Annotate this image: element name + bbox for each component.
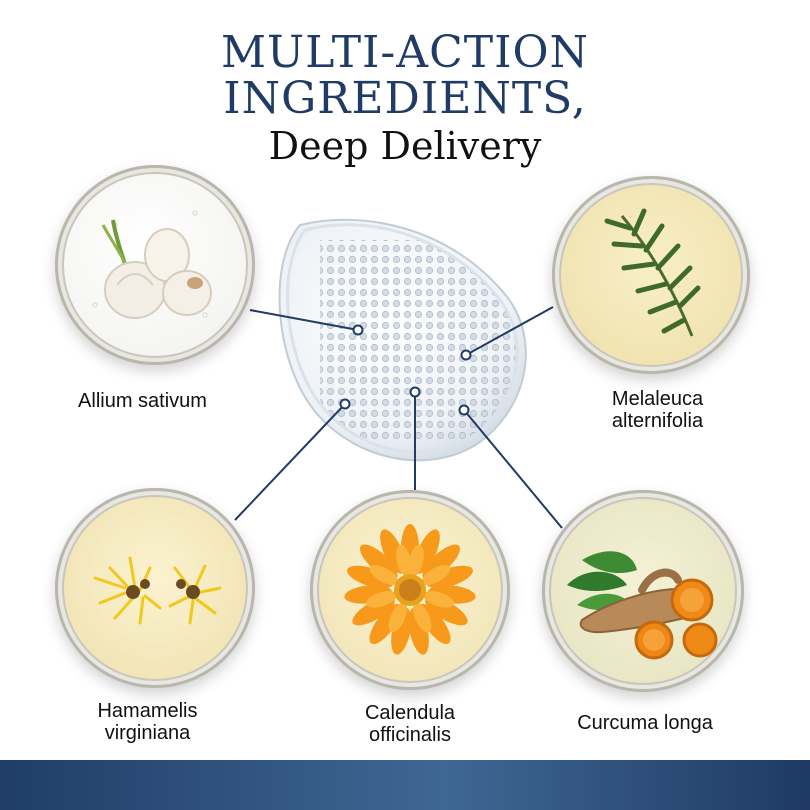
- label-line: Hamamelis: [97, 700, 198, 722]
- ingredient-dish-curcuma-longa: [542, 490, 744, 692]
- label-line: officinalis: [369, 724, 451, 746]
- label-line: alternifolia: [611, 410, 704, 432]
- label-line: Melaleuca: [611, 388, 704, 410]
- label-line: Curcuma longa: [577, 712, 713, 734]
- microneedle-patch-icon: [278, 218, 527, 462]
- ingredient-label-curcuma-longa: Curcuma longa: [545, 712, 745, 734]
- footer-band: [0, 760, 810, 810]
- turmeric-root-icon: [567, 551, 718, 660]
- label-line: Allium sativum: [78, 390, 207, 412]
- ingredient-label-hamamelis-virginiana: Hamamelis virginiana: [45, 700, 250, 744]
- ingredient-dish-hamamelis-virginiana: [55, 488, 255, 688]
- label-line: virginiana: [104, 722, 191, 744]
- garlic-icon: [92, 210, 212, 319]
- ingredient-label-melaleuca-alternifolia: Melaleuca alternifolia: [560, 388, 755, 432]
- label-line: Calendula: [364, 702, 456, 724]
- witch-hazel-flower-icon: [93, 556, 222, 625]
- ingredient-label-allium-sativum: Allium sativum: [40, 390, 245, 412]
- title-line-2: INGREDIENTS,: [223, 73, 587, 124]
- ingredient-label-calendula-officinalis: Calendula officinalis: [310, 702, 510, 746]
- subtitle: Deep Delivery: [268, 124, 542, 168]
- ingredient-dish-melaleuca-alternifolia: [552, 176, 750, 374]
- ingredient-dish-calendula-officinalis: [310, 490, 510, 690]
- ingredient-dish-allium-sativum: [55, 165, 255, 365]
- rosemary-sprig-icon: [604, 208, 701, 337]
- title-line-1: MULTI-ACTION: [220, 27, 590, 78]
- calendula-flower-icon: [344, 524, 476, 655]
